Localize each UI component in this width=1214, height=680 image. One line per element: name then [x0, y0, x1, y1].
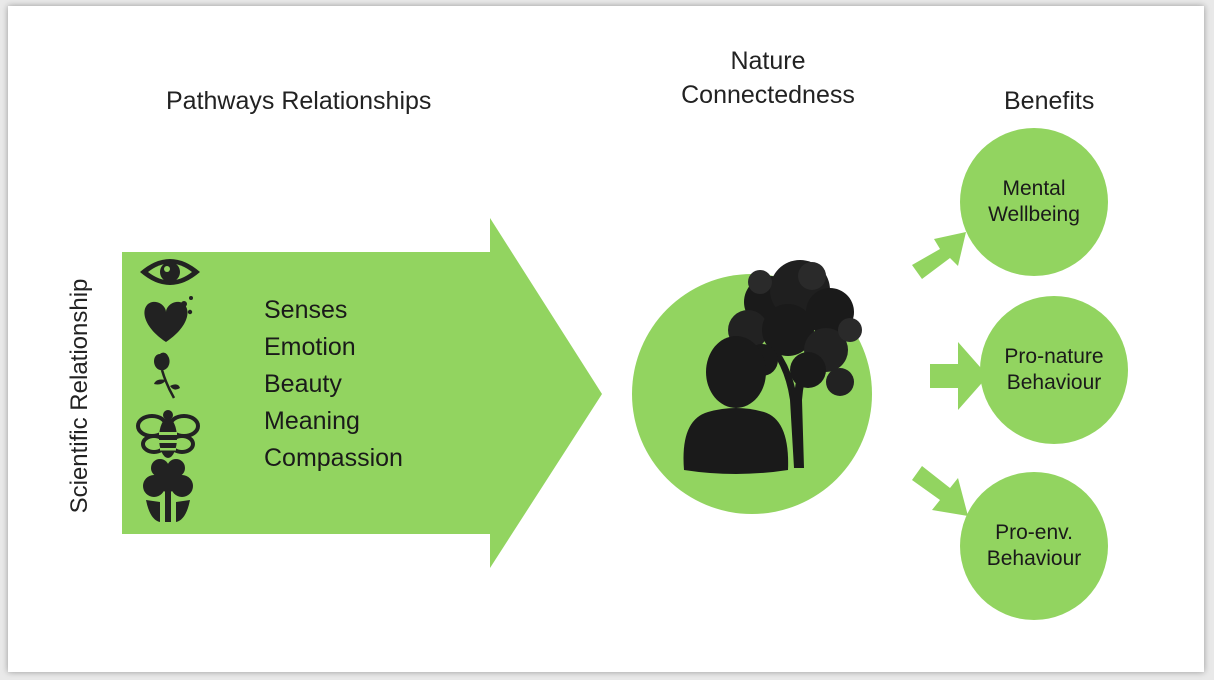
benefit-circle-pro-env: [960, 472, 1108, 620]
tree-hands-icon: [143, 459, 193, 522]
heart-icon: [144, 296, 193, 342]
benefit-circle-mental-wellbeing: [960, 128, 1108, 276]
heading-pathways: Pathways Relationships: [166, 87, 432, 115]
person-silhouette-icon: [683, 336, 789, 474]
heading-nature-line1: Nature: [730, 47, 806, 75]
heading-benefits: Benefits: [1004, 87, 1095, 115]
benefit-2-line2: Behaviour: [1006, 371, 1102, 394]
benefit-2-line1: Pro-nature: [1004, 345, 1104, 368]
eye-icon: [140, 259, 200, 285]
pathway-meaning: Meaning: [264, 407, 360, 435]
bee-icon: [136, 410, 200, 458]
pathway-senses: Senses: [264, 296, 348, 324]
pathway-list: Senses Emotion Beauty Meaning Compassion: [264, 292, 403, 477]
pathway-emotion: Emotion: [264, 333, 356, 361]
rose-icon: [154, 352, 180, 399]
benefit-mental-wellbeing: Mental Wellbeing: [988, 176, 1080, 228]
benefit-1-line1: Mental: [1002, 177, 1066, 200]
benefit-3-line2: Behaviour: [986, 547, 1082, 570]
benefit-pro-env-behaviour: Pro-env. Behaviour: [987, 520, 1082, 572]
tree-icon: [728, 260, 862, 468]
benefit-circle-pro-nature: [980, 296, 1128, 444]
benefit-arrow-3: [912, 466, 968, 516]
benefit-pro-nature-behaviour: Pro-nature Behaviour: [1004, 344, 1103, 396]
benefit-3-line1: Pro-env.: [995, 521, 1073, 544]
benefit-1-line2: Wellbeing: [988, 203, 1080, 226]
pathway-compassion: Compassion: [264, 444, 403, 472]
heading-nature-connectedness: Nature Connectedness: [681, 44, 855, 112]
benefit-arrow-2: [930, 342, 988, 410]
pathway-arrow: [122, 218, 602, 568]
heading-nature-line2: Connectedness: [681, 81, 855, 109]
pathway-beauty: Beauty: [264, 370, 342, 398]
benefit-arrow-1: [912, 232, 966, 279]
